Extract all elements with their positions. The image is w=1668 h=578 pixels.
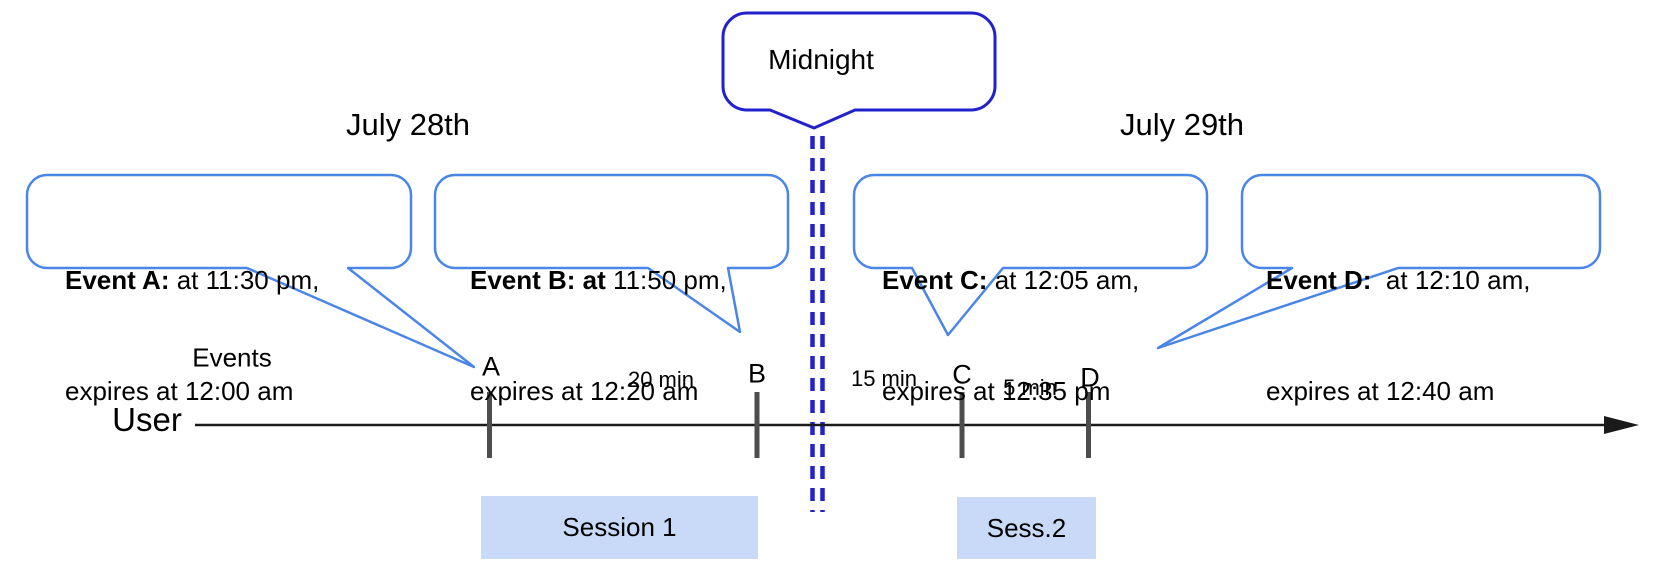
event-a-line1: Event A: at 11:30 pm, [65, 265, 320, 295]
tick-label-a: A [481, 351, 501, 382]
event-d-line2: expires at 12:40 am [1266, 376, 1495, 406]
event-b-callout-text: Event B: at 11:50 pm, expires at 12:20 a… [470, 188, 727, 484]
gap-label-5min: 5 min [1003, 375, 1057, 400]
event-c-line1: Event C: at 12:05 am, [882, 265, 1140, 295]
event-c-callout-bubble [852, 173, 1209, 337]
date-july-29: July 29th [1119, 107, 1245, 142]
session-2-label: Sess.2 [986, 512, 1067, 543]
event-b-callout-bubble [433, 173, 790, 334]
tick-label-d: D [1080, 362, 1100, 393]
tick-label-b: B [747, 358, 767, 389]
event-b-line1: Event B: at 11:50 pm, [470, 265, 727, 295]
session-2-box: Sess.2 [957, 497, 1096, 559]
event-a-callout-text: Event A: at 11:30 pm, expires at 12:00 a… [65, 188, 319, 484]
gap-label-15min: 15 min [850, 366, 918, 391]
event-c-callout-text: Event C: at 12:05 am, expires at 12:35 p… [882, 188, 1139, 484]
event-b-line2: expires at 12:20 am [470, 376, 699, 406]
timeline-arrowhead-icon [1604, 416, 1639, 434]
event-c-line2: expires at 12:35 pm [882, 376, 1111, 406]
event-a-line2: expires at 12:00 am [65, 376, 294, 406]
event-d-callout-bubble [1156, 173, 1602, 350]
session-1-box: Session 1 [481, 496, 758, 559]
events-row-label: Events [192, 342, 272, 373]
midnight-label: Midnight [768, 44, 874, 75]
event-a-callout-bubble [25, 173, 476, 369]
date-july-28: July 28th [345, 107, 471, 142]
user-row-label: User [112, 401, 182, 438]
midnight-callout-bubble [721, 11, 997, 130]
gap-label-20min: 20 min [627, 367, 695, 392]
session-1-label: Session 1 [562, 512, 677, 542]
event-d-callout-text: Event D: at 12:10 am, expires at 12:40 a… [1266, 188, 1530, 484]
event-d-line1: Event D: at 12:10 am, [1266, 265, 1531, 295]
tick-label-c: C [952, 359, 972, 390]
